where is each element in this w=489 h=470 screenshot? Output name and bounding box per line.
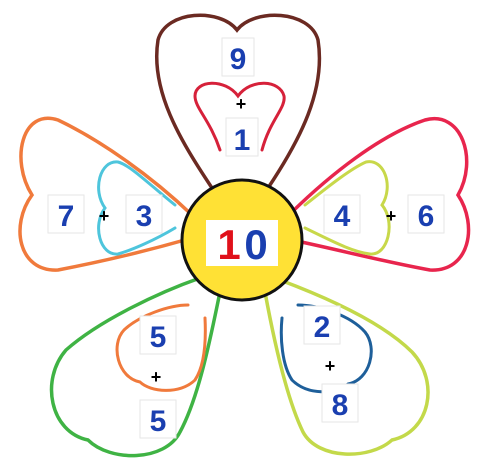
petal-left: 7 + 3 [20,118,192,270]
flower-center: 1 0 [182,180,302,300]
petal-left-a: 7 [58,200,75,233]
petal-top: 9 + 1 [157,15,320,188]
petal-bottom-right-outer-heart [265,280,428,454]
petal-right-a: 4 [334,200,351,233]
petal-bottom-right: 2 + 8 [265,280,428,454]
petal-bottom-right-a: 2 [314,311,331,344]
petal-left-op: + [99,206,110,226]
petal-right-b: 6 [418,200,435,233]
petal-right-op: + [386,206,397,226]
petal-top-op: + [236,94,247,114]
petal-top-b: 1 [234,124,251,157]
petal-bottom-left: 5 + 5 [52,278,220,456]
petal-bottom-right-op: + [325,356,336,376]
petal-bottom-left-a: 5 [150,321,167,354]
center-digit-tens: 1 [217,221,240,268]
petal-bottom-left-op: + [151,367,162,387]
petal-right: 4 + 6 [292,119,469,270]
center-digit-ones: 0 [244,221,267,268]
petal-bottom-left-b: 5 [150,405,167,438]
petal-bottom-right-b: 8 [332,389,349,422]
petal-top-a: 9 [230,43,247,76]
petal-left-b: 3 [136,200,153,233]
petal-bottom-left-outer-heart [52,278,220,456]
